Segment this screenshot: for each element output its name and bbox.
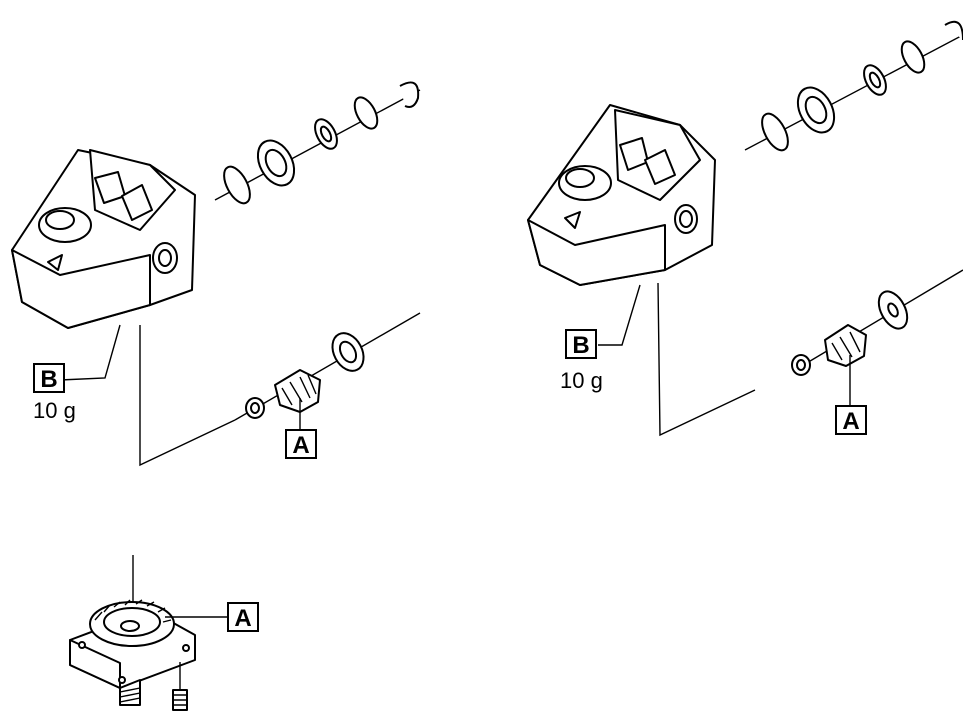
left-upper-bearing-stack xyxy=(214,81,421,205)
left-callout-b-label: B xyxy=(40,366,57,393)
right-callout-b-label: B xyxy=(572,332,589,359)
left-gear-housing xyxy=(11,149,196,329)
left-pinion-group xyxy=(234,312,421,421)
right-callout-b: B xyxy=(565,329,597,359)
right-callout-a-label: A xyxy=(842,408,859,435)
right-gear-housing xyxy=(527,104,716,286)
left-assembly: B 10 g A xyxy=(11,81,421,467)
left-callout-a: A xyxy=(285,429,317,459)
bottom-callout-a: A xyxy=(227,602,259,632)
left-callout-a-label: A xyxy=(292,432,309,459)
right-grease-quantity: 10 g xyxy=(560,368,603,393)
bottom-callout-a-label: A xyxy=(234,605,251,632)
right-pinion-group xyxy=(791,269,963,376)
left-grease-quantity: 10 g xyxy=(33,398,76,423)
bottom-spindle-assembly: A xyxy=(69,555,259,711)
left-callout-b: B xyxy=(33,363,65,393)
right-assembly: B 10 g A xyxy=(527,20,963,437)
right-upper-bearing-stack xyxy=(744,20,963,152)
right-callout-a: A xyxy=(835,405,867,435)
